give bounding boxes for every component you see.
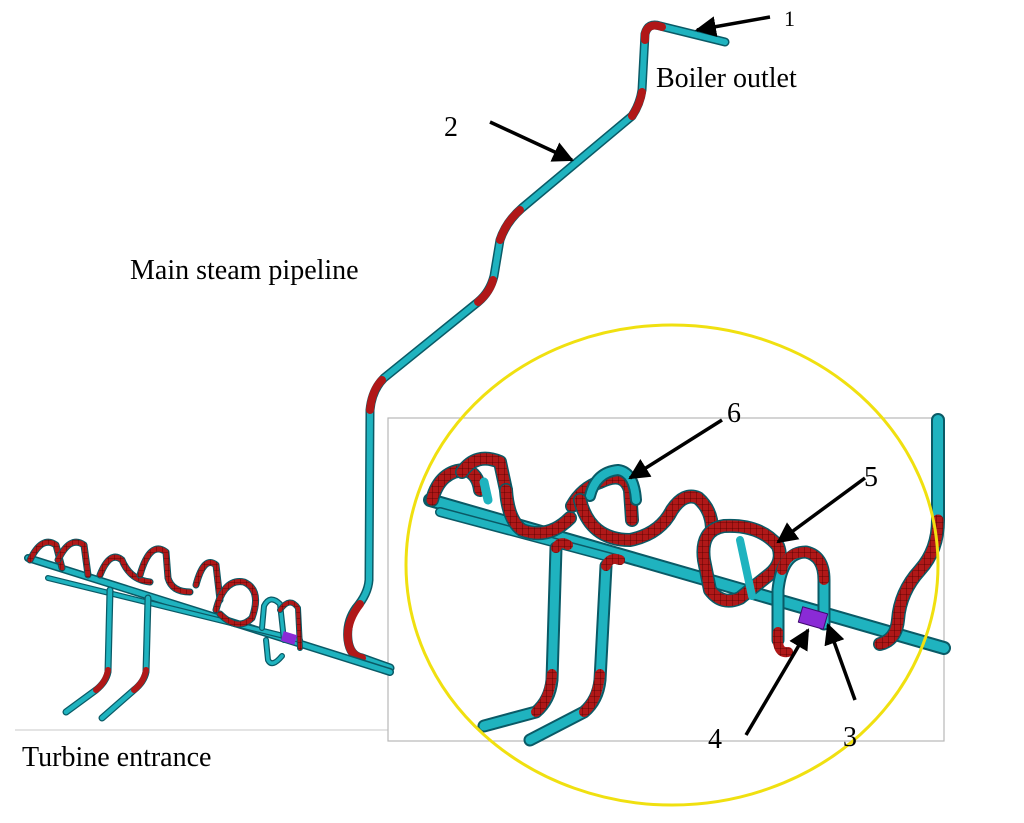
small-loop-cluster [24, 538, 394, 722]
callout-4: 4 [708, 724, 722, 755]
callout-2: 2 [444, 112, 458, 143]
zoomed-detail [423, 413, 951, 747]
callout-1: 1 [784, 6, 795, 31]
main-steam-pipeline-label: Main steam pipeline [130, 255, 359, 286]
callout-6: 6 [727, 398, 741, 429]
callout-5: 5 [864, 462, 878, 493]
highlight-ellipse [404, 323, 940, 807]
junction-detail [797, 606, 829, 630]
zoom-frame [387, 417, 945, 742]
callout-3: 3 [843, 722, 857, 753]
turbine-entrance-label: Turbine entrance [22, 742, 211, 773]
boiler-outlet-label: Boiler outlet [656, 63, 797, 94]
main-pipeline [343, 20, 730, 673]
callout-arrows [489, 15, 867, 736]
